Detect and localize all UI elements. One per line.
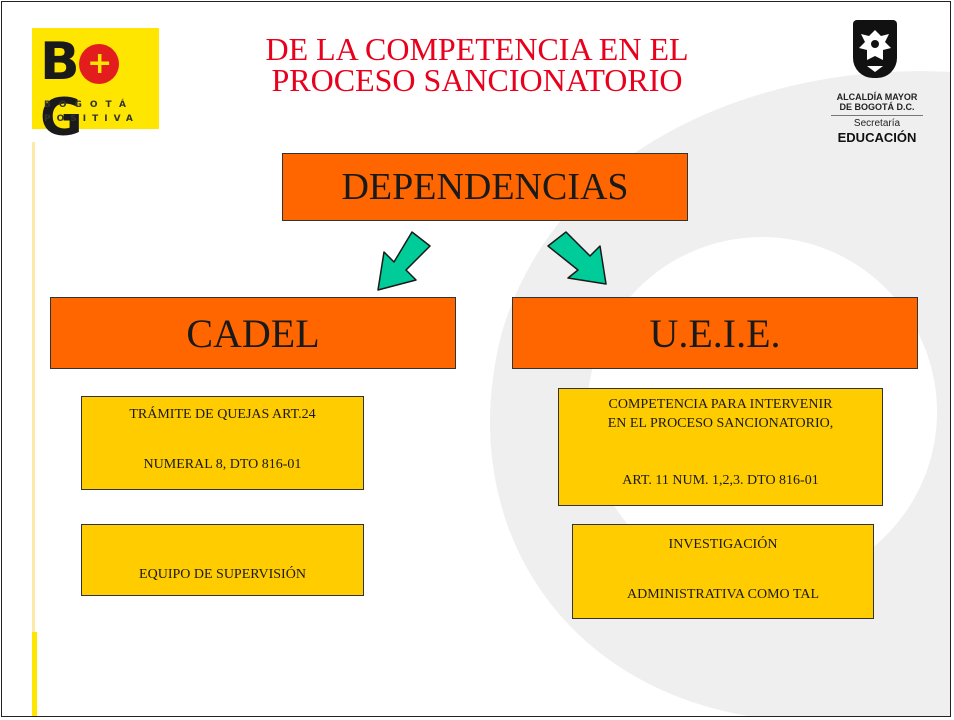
logo-text-positiva: POSITIVA bbox=[44, 114, 139, 124]
logo-wordmark: B+G bbox=[40, 34, 159, 146]
logo-divider bbox=[831, 115, 923, 116]
logo-text-bogota: BOGOTÁ bbox=[44, 100, 134, 110]
down-left-arrow-icon bbox=[377, 231, 431, 291]
ueie-item-investigacion: INVESTIGACIÓN ADMINISTRATIVA COMO TAL bbox=[572, 524, 874, 619]
ueie-box: U.E.I.E. bbox=[512, 297, 918, 369]
cadel-item-quejas: TRÁMITE DE QUEJAS ART.24 NUMERAL 8, DTO … bbox=[81, 396, 364, 490]
educacion-text: EDUCACIÓN bbox=[837, 130, 917, 145]
alcaldia-text: ALCALDÍA MAYOR DE BOGOTÁ D.C. bbox=[836, 92, 918, 112]
title-line-1: DE LA COMPETENCIA EN EL bbox=[265, 31, 689, 67]
dependencias-box: DEPENDENCIAS bbox=[282, 153, 688, 221]
plus-circle-icon: + bbox=[78, 44, 119, 84]
left-accent-stripe-bottom bbox=[32, 632, 37, 716]
cadel-item-supervision: EQUIPO DE SUPERVISIÓN bbox=[81, 524, 364, 596]
slide-title: DE LA COMPETENCIA EN EL PROCESO SANCIONA… bbox=[192, 31, 762, 98]
cadel-box: CADEL bbox=[50, 297, 456, 369]
secretaria-text: Secretaría bbox=[853, 118, 901, 129]
down-right-arrow-icon bbox=[547, 231, 607, 285]
shield-emblem-icon bbox=[853, 20, 897, 78]
ueie-item-competencia: COMPETENCIA PARA INTERVENIR EN EL PROCES… bbox=[558, 388, 883, 506]
alcaldia-logo: ALCALDÍA MAYOR DE BOGOTÁ D.C. Secretaría… bbox=[817, 18, 937, 148]
title-line-2: PROCESO SANCIONATORIO bbox=[271, 62, 683, 98]
bogota-positiva-logo: B+G BOGOTÁ POSITIVA bbox=[32, 28, 159, 146]
left-accent-stripe bbox=[32, 142, 35, 632]
